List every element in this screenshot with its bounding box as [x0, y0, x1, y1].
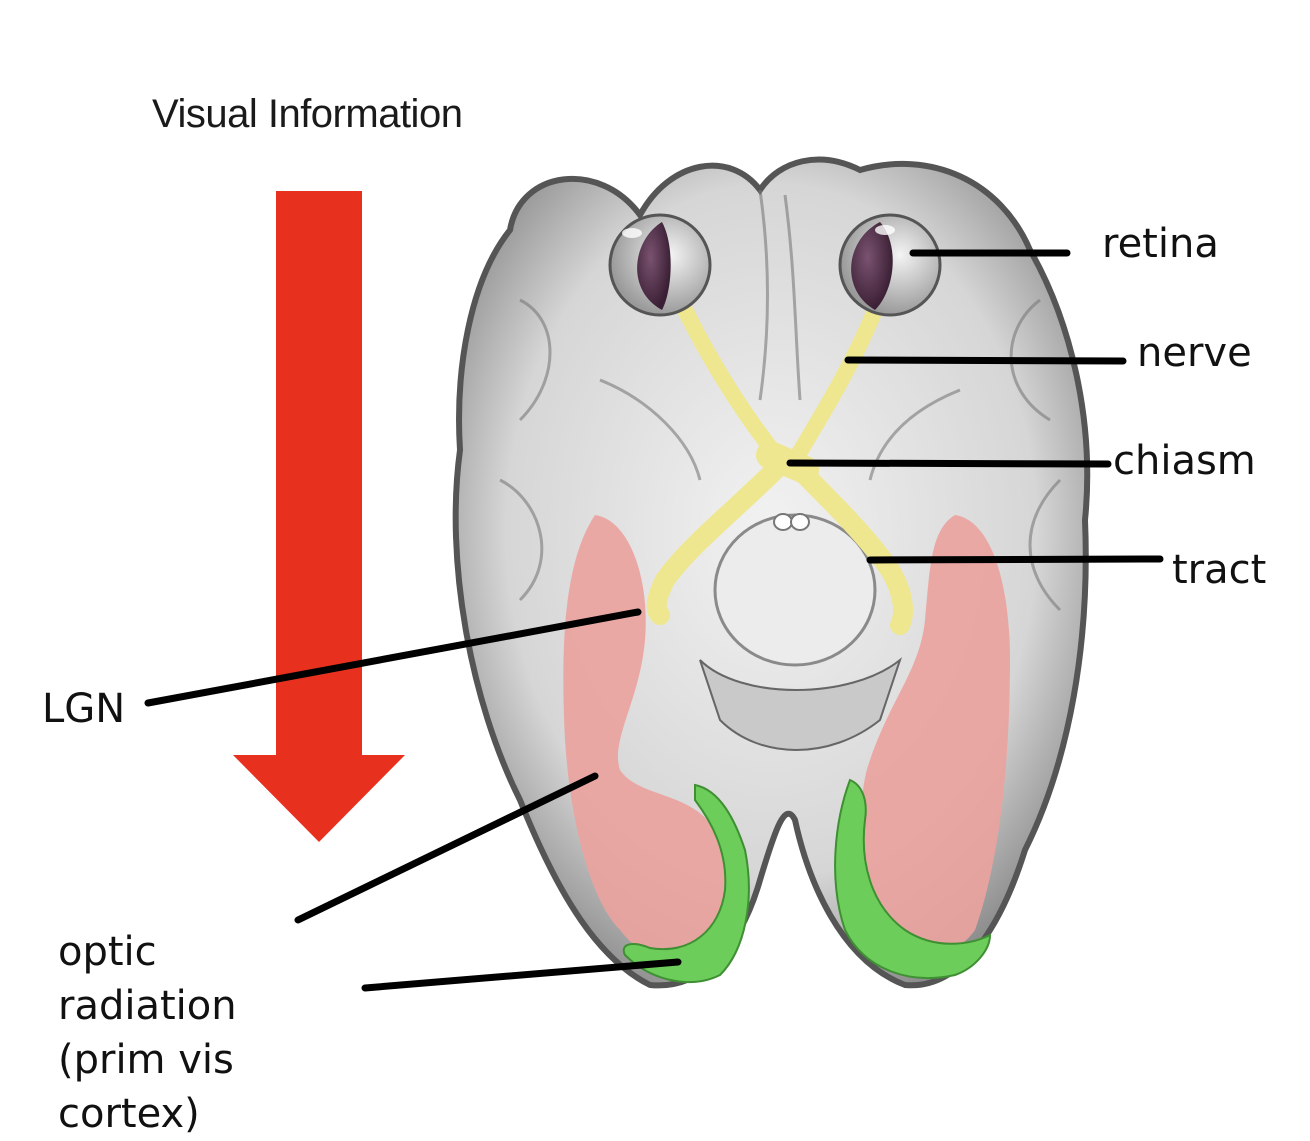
optic-radiation-left — [563, 515, 730, 959]
eye-left — [608, 213, 712, 317]
diagram-title: Visual Information — [152, 92, 463, 136]
label-tract: tract — [1172, 547, 1267, 593]
visual-cortex-leader-line — [361, 958, 682, 992]
mammillary-body-left — [773, 513, 793, 531]
label-optic-radiation-line-4: cortex) — [58, 1091, 200, 1137]
midbrain — [713, 513, 877, 667]
label-optic-radiation-line-2: radiation — [58, 983, 237, 1029]
leader-lines — [144, 249, 1164, 992]
nerve-leader-line — [844, 356, 1127, 365]
label-retina: retina — [1102, 221, 1219, 267]
label-optic-radiation: optic radiation (prim vis cortex) — [58, 925, 237, 1141]
label-optic-radiation-line-3: (prim vis — [58, 1037, 234, 1083]
visual-information-arrow — [233, 191, 405, 842]
mammillary-body-right — [790, 513, 810, 531]
label-lgn: LGN — [42, 686, 126, 732]
label-nerve: nerve — [1137, 330, 1252, 376]
chiasm-leader-line — [786, 459, 1112, 468]
eye-right — [838, 213, 942, 317]
label-chiasm: chiasm — [1113, 438, 1256, 484]
visual-cortex-right — [834, 778, 992, 979]
cerebellum-region — [699, 657, 903, 751]
optic-nerve-right — [787, 302, 883, 468]
visual-cortex-left — [622, 783, 750, 983]
optic-radiation-leader-line — [294, 772, 599, 924]
lgn-leader-line — [144, 608, 642, 707]
tract-leader-line — [866, 555, 1164, 564]
optic-radiation-right — [861, 515, 1010, 954]
optic-tract-left — [646, 460, 785, 625]
label-optic-radiation-line-1: optic — [58, 929, 157, 975]
